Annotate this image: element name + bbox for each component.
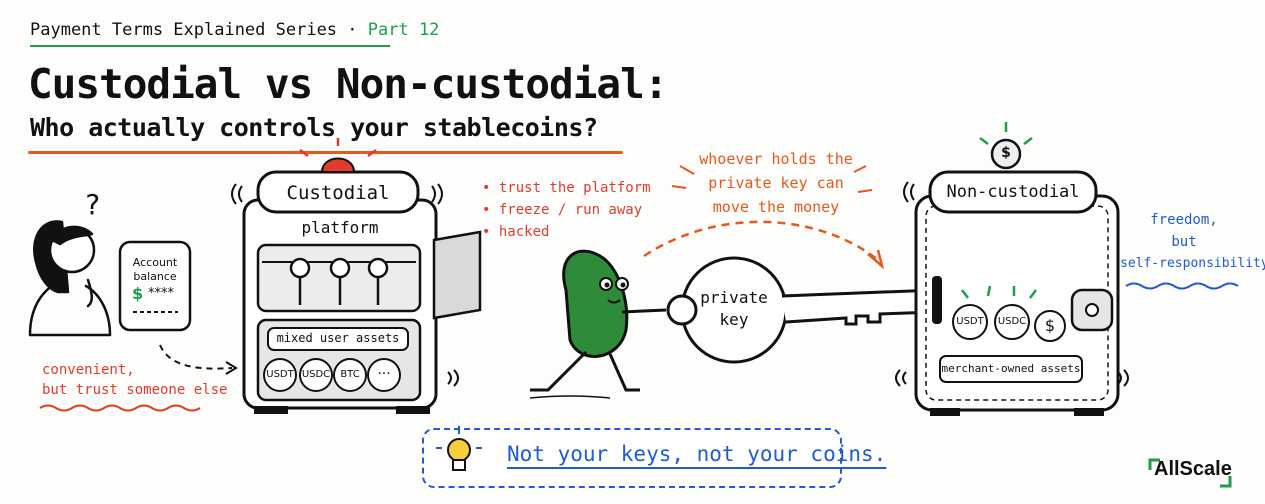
phone-label-account: Account <box>132 256 178 269</box>
wallet-illustration <box>914 122 1120 416</box>
custodial-coin-usdc: USDC <box>301 369 331 380</box>
phone-currency: $ <box>132 284 144 303</box>
phone-balance-value: **** <box>148 286 174 301</box>
freedom-note-line3: self-responsibility <box>1120 256 1265 271</box>
wallet-coin-dollar: $ <box>1044 316 1056 335</box>
brand-logo-corners <box>1148 458 1232 488</box>
phone-illustration <box>118 240 192 332</box>
custodial-assets-label: mixed user assets <box>276 331 400 345</box>
left-caption-line1: convenient, <box>42 362 135 378</box>
custodial-cabinet-illustration <box>242 138 482 414</box>
custodial-platform-label: platform <box>301 218 379 237</box>
phone-arrow <box>159 344 233 370</box>
key-note-line1: whoever holds the <box>699 150 853 168</box>
risk-item: • freeze / run away <box>482 202 643 218</box>
risk-item: • hacked <box>482 224 550 240</box>
freedom-note-line1: freedom, <box>1150 212 1218 228</box>
key-label-line2: key <box>719 310 749 329</box>
risk-item: • trust the platform <box>482 180 651 196</box>
series-name: Payment Terms Explained Series · <box>30 20 368 40</box>
person-illustration <box>28 220 112 337</box>
orange-ticks <box>671 165 873 193</box>
lightbulb-icon <box>436 428 482 471</box>
private-key-illustration <box>666 256 938 364</box>
question-mark: ? <box>84 188 101 221</box>
wallet-coin-usdc: USDC <box>997 316 1027 327</box>
phone-label-balance: balance <box>133 270 177 283</box>
series-part: Part 12 <box>367 20 440 40</box>
green-character-illustration <box>529 249 667 399</box>
tip-text: Not your keys, not your coins. <box>507 442 887 466</box>
tip-box <box>422 428 842 488</box>
key-note-line2: private key can <box>708 174 844 192</box>
page-title: Custodial vs Non-custodial: <box>28 60 668 108</box>
phone-arrow-head <box>225 361 238 375</box>
title-underline <box>28 151 623 154</box>
custodial-coin-more: ··· <box>377 366 391 382</box>
key-note-line3: move the money <box>712 198 840 216</box>
top-coin-symbol: $ <box>1001 145 1011 161</box>
wallet-coin-usdt: USDT <box>956 316 984 327</box>
key-label-line1: private <box>700 288 768 307</box>
custodial-coin-btc: BTC <box>340 369 360 380</box>
page-subtitle: Who actually controls your stablecoins? <box>30 113 598 142</box>
non-custodial-label: Non-custodial <box>946 182 1080 202</box>
left-caption-line2: but trust someone else <box>42 382 228 398</box>
orange-arrow-head <box>867 249 885 270</box>
series-underline <box>30 45 390 47</box>
wallet-assets-label: merchant-owned assets <box>941 362 1081 375</box>
orange-arc-arrow <box>643 220 879 261</box>
right-note-underline <box>1125 282 1239 290</box>
freedom-note-line2: but <box>1171 234 1197 250</box>
sound-marks <box>231 181 1129 387</box>
left-caption-underline <box>39 404 201 412</box>
custodial-label: Custodial <box>286 182 390 204</box>
series-label: Payment Terms Explained Series · Part 12 <box>30 20 439 40</box>
custodial-coin-usdt: USDT <box>266 369 294 380</box>
brand-logo: AllScale <box>1154 458 1232 480</box>
